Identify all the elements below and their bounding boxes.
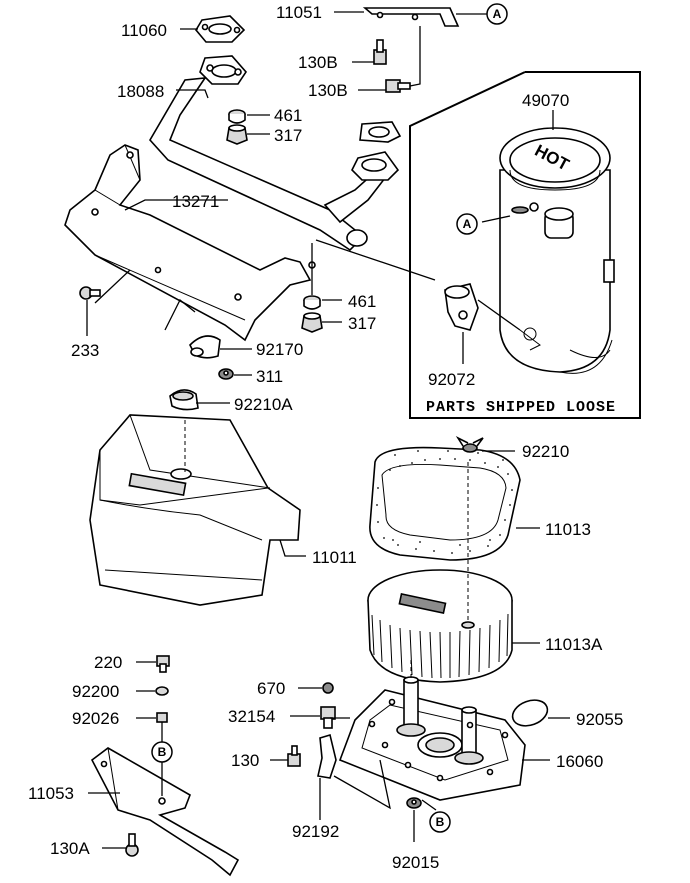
label-317-bottom: 317 (348, 314, 376, 333)
cover-11011 (89, 414, 301, 606)
ref-b-right: B (429, 811, 451, 833)
label-317-top: 317 (274, 126, 302, 145)
shipped-loose-box (409, 71, 641, 419)
label-92170: 92170 (256, 340, 303, 359)
label-92015: 92015 (392, 853, 439, 872)
label-220: 220 (94, 653, 122, 672)
ref-a-top: A (486, 3, 508, 25)
label-92210A: 92210A (234, 395, 293, 414)
label-16060: 16060 (556, 752, 603, 771)
label-92055: 92055 (576, 710, 623, 729)
label-11053: 11053 (28, 784, 74, 803)
oring-670 (322, 682, 334, 694)
label-130A: 130A (50, 839, 90, 858)
label-32154: 32154 (228, 707, 275, 726)
nut-92210A (169, 389, 199, 411)
bolt-130B-1 (373, 39, 387, 65)
label-49070: 49070 (522, 91, 569, 110)
leader-lines (86, 11, 570, 849)
label-461-bottom: 461 (348, 292, 376, 311)
svg-text:A: A (463, 217, 472, 231)
washer-92200 (155, 686, 169, 696)
gasket-11060 (195, 15, 246, 43)
fitting-32154 (320, 706, 336, 729)
bracket-11053 (90, 747, 240, 877)
bolt-233 (79, 286, 101, 300)
label-92026: 92026 (72, 709, 119, 728)
svg-text:A: A (493, 7, 502, 21)
label-92200: 92200 (72, 682, 119, 701)
label-92210: 92210 (522, 442, 569, 461)
label-130B-2: 130B (308, 81, 348, 100)
label-130B-1: 130B (298, 53, 338, 72)
bracket-11051 (362, 7, 460, 27)
clamp-92170 (189, 335, 221, 359)
nut-317-top (226, 124, 248, 145)
label-311: 311 (256, 367, 283, 386)
filter-11013A (367, 462, 513, 683)
label-13271: 13271 (172, 192, 219, 211)
muffler: HOT (499, 127, 615, 374)
exhaust-pipe (149, 55, 402, 252)
bolt-130B-2 (385, 79, 411, 93)
svg-text:B: B (158, 745, 167, 759)
box-note: PARTS SHIPPED LOOSE (426, 399, 616, 416)
label-18088: 18088 (117, 82, 164, 101)
hose-92192 (317, 733, 337, 779)
label-11011: 11011 (312, 548, 357, 567)
washer-461-top (228, 109, 246, 124)
precleaner-11013 (369, 446, 521, 561)
label-11060: 11060 (121, 21, 167, 40)
label-11013A: 11013A (545, 635, 603, 654)
washer-461-bottom (303, 295, 321, 310)
nut-92210 (455, 436, 484, 453)
ref-b-left: B (151, 741, 173, 763)
collar-92026 (156, 712, 168, 723)
bolt-130A (125, 833, 139, 857)
label-11051: 11051 (276, 3, 322, 22)
base-16060 (338, 660, 526, 801)
label-233: 233 (71, 341, 99, 360)
oring-92055 (511, 699, 549, 727)
clamp-92072 (444, 283, 479, 331)
label-670: 670 (257, 679, 285, 698)
bolt-220 (156, 655, 170, 673)
label-92192: 92192 (292, 822, 339, 841)
ref-a-muffler: A (456, 213, 478, 235)
bolt-130 (287, 745, 301, 767)
label-11013: 11013 (545, 520, 591, 539)
bracket-13271 (64, 144, 316, 342)
nut-317-bottom (301, 312, 323, 333)
label-130: 130 (231, 751, 259, 770)
label-461-top: 461 (274, 106, 302, 125)
nut-311 (218, 368, 234, 380)
svg-text:B: B (436, 815, 445, 829)
label-92072: 92072 (428, 370, 475, 389)
nut-92015 (406, 797, 422, 809)
